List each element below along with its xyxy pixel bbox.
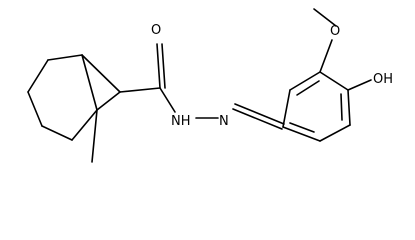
bond-amide-n — [159, 87, 176, 113]
atom-oh: OH — [373, 72, 393, 87]
bond-imine-double-1 — [232, 108, 283, 130]
atom-n-imine: N — [219, 114, 229, 129]
bond-o-methyl — [313, 8, 337, 27]
chemical-structure: O NH N O OH — [27, 8, 393, 163]
bond-benzene-inner-1 — [296, 80, 320, 96]
bond-benzene-5 — [319, 124, 351, 142]
bond-benzene-inner-3 — [289, 122, 315, 133]
bond-cyclohexane-6 — [81, 54, 98, 111]
bond-aryl-oh — [347, 79, 372, 91]
bond-benzene-1 — [282, 89, 291, 128]
bond-imine-double-2 — [234, 103, 285, 125]
bond-cyclohexane-3 — [27, 91, 43, 127]
bond-benzene-4 — [347, 89, 351, 126]
bond-carbonyl-double-2 — [161, 43, 166, 89]
bond-cyclohexane-1 — [47, 54, 83, 61]
bond-carbonyl-carbon — [119, 87, 161, 93]
bond-cyclohexane-4 — [41, 125, 73, 141]
bond-benzene-inner-2 — [340, 93, 343, 121]
bond-cyclohexane-5 — [71, 109, 98, 141]
bond-methyl — [91, 109, 98, 163]
atom-nh: NH — [171, 114, 191, 129]
bond-aryl-o-methoxy — [319, 39, 333, 73]
bond-cyclohexane-2 — [27, 59, 49, 93]
bond-cyclopropane-1 — [81, 54, 121, 93]
bond-cyclopropane-2 — [96, 91, 121, 111]
atom-o-methoxy: O — [330, 24, 340, 39]
bond-benzene-2 — [289, 71, 321, 91]
bond-benzene-6 — [282, 126, 321, 142]
atom-o-carbonyl: O — [151, 23, 161, 38]
bond-benzene-3 — [319, 71, 349, 91]
bond-carbonyl-double-1 — [156, 43, 161, 89]
